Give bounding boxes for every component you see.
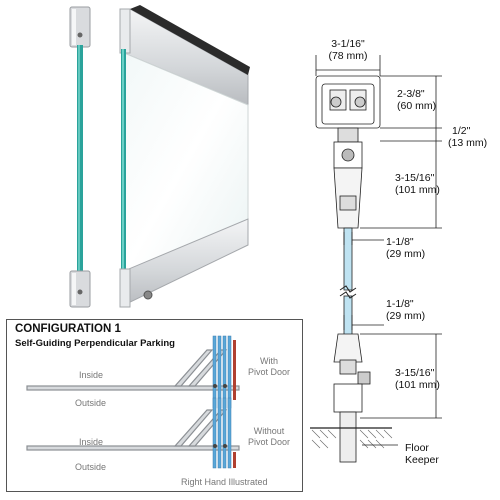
dim-top-width: 3-1/16" (78 mm) [328,38,368,62]
bottom-inside-label: Inside [79,437,104,447]
dim-header-height: 2-3/8" (60 mm) [397,88,437,112]
dim-top-clamp: 3-15/16" (101 mm) [395,172,440,196]
configuration-title: CONFIGURATION 1 [15,323,121,335]
floor-keeper-label: Floor Keeper [405,442,439,466]
configuration-panel: CONFIGURATION 1 Self-Guiding Perpendicul… [6,319,303,492]
top-outside-label: Outside [75,398,107,408]
configuration-diagram [26,335,240,469]
configuration-subtitle: Self-Guiding Perpendicular Parking [15,338,175,349]
bottom-note: Without Pivot Door [247,426,291,447]
dim-glass-bottom: 1-1/8" (29 mm) [386,298,426,322]
bottom-outside-label: Outside [75,462,107,472]
glass-panel-edge-view [69,6,91,308]
configuration-footer: Right Hand Illustrated [181,477,268,487]
glass-panel-perspective [119,5,250,308]
top-inside-label: Inside [79,370,104,380]
dim-glass-top: 1-1/8" (29 mm) [386,236,426,260]
dim-gap: 1/2" (13 mm) [448,125,488,149]
dim-bottom-clamp: 3-15/16" (101 mm) [395,367,440,391]
top-note: With Pivot Door [247,356,291,377]
